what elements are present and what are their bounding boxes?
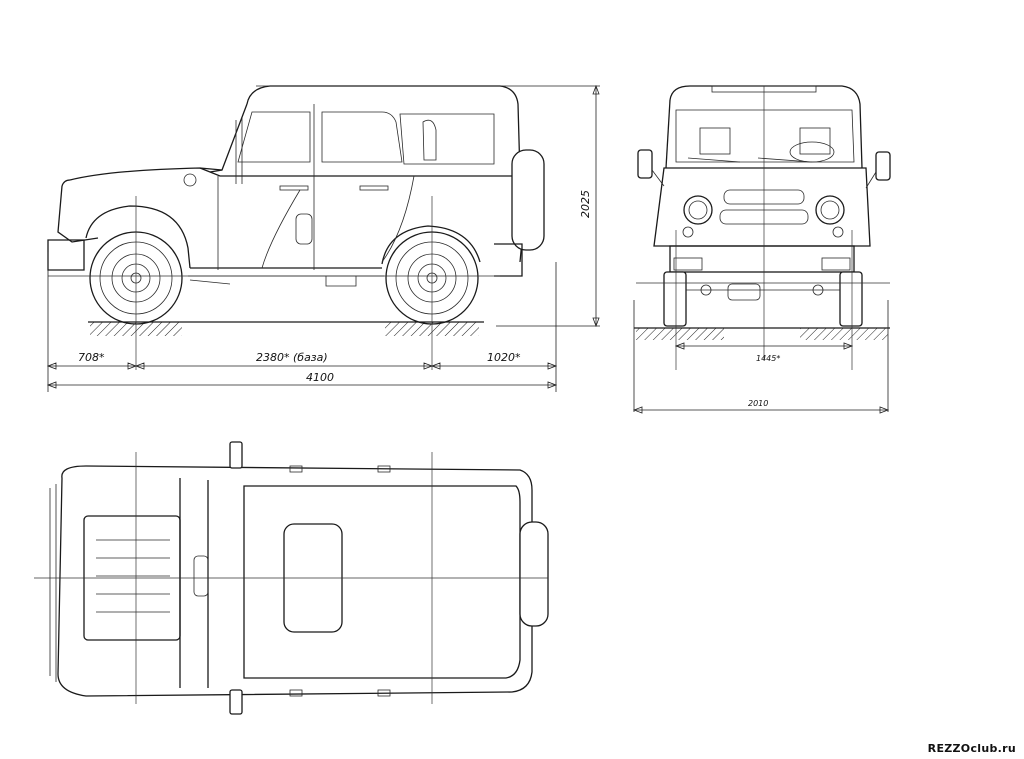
dim-track: 1445*	[756, 354, 780, 363]
dim-overall-width: 2010	[748, 399, 768, 408]
dim-front-overhang: 708*	[78, 351, 105, 364]
ground-hatch-left	[636, 328, 724, 340]
side-view	[46, 84, 600, 392]
front-view	[632, 85, 891, 414]
site-credit: REZZOclub.ru	[927, 742, 1016, 755]
dim-overall-length: 4100	[306, 371, 334, 384]
ground-hatch-right	[800, 328, 888, 340]
dim-height: 2025	[579, 190, 592, 218]
dim-rear-overhang: 1020*	[487, 351, 521, 364]
front-dimensions	[632, 300, 890, 414]
dim-wheelbase: 2380* (база)	[256, 351, 328, 364]
side-dimensions	[46, 84, 600, 392]
top-view	[34, 441, 549, 715]
